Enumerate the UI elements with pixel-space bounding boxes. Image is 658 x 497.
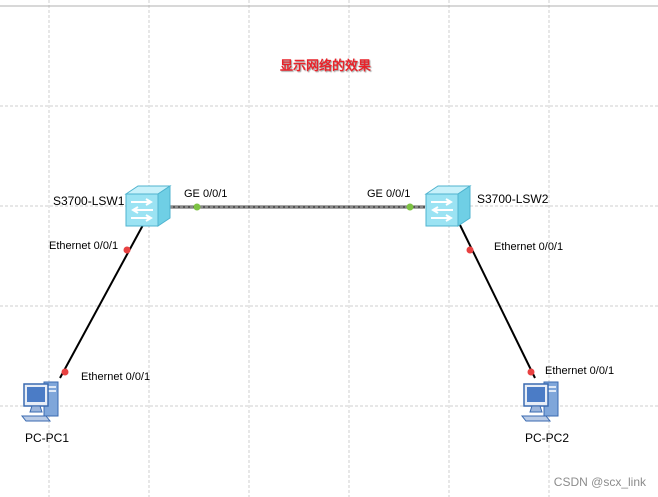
switch-icon-lsw1[interactable]	[124, 185, 172, 227]
device-label-pc2[interactable]: PC-PC2	[525, 431, 570, 445]
port-status-lsw1-eth	[123, 246, 131, 254]
pc-icon-pc1[interactable]	[20, 381, 59, 422]
port-label-pc1-eth: Ethernet 0/0/1	[81, 371, 151, 383]
device-label-lsw2[interactable]: S3700-LSW2	[477, 192, 549, 206]
device-label-lsw1[interactable]: S3700-LSW1	[53, 194, 125, 208]
port-label-lsw1-eth: Ethernet 0/0/1	[49, 240, 119, 252]
port-label-lsw2-ge: GE 0/0/1	[367, 188, 411, 200]
switch-icon-lsw2[interactable]	[424, 185, 472, 227]
port-status-lsw1-ge	[193, 203, 201, 211]
topology-title: 显示网络的效果	[280, 59, 372, 74]
port-status-pc1-eth	[61, 368, 69, 376]
port-status-lsw2-ge	[406, 203, 414, 211]
pc-icon-pc2[interactable]	[520, 381, 559, 422]
watermark: CSDN @scx_link	[553, 475, 646, 489]
port-label-lsw2-eth: Ethernet 0/0/1	[494, 241, 564, 253]
device-label-pc1[interactable]: PC-PC1	[25, 431, 70, 445]
port-label-pc2-eth: Ethernet 0/0/1	[545, 365, 615, 377]
port-label-lsw1-ge: GE 0/0/1	[184, 188, 228, 200]
port-status-lsw2-eth	[466, 246, 474, 254]
port-status-pc2-eth	[527, 368, 535, 376]
